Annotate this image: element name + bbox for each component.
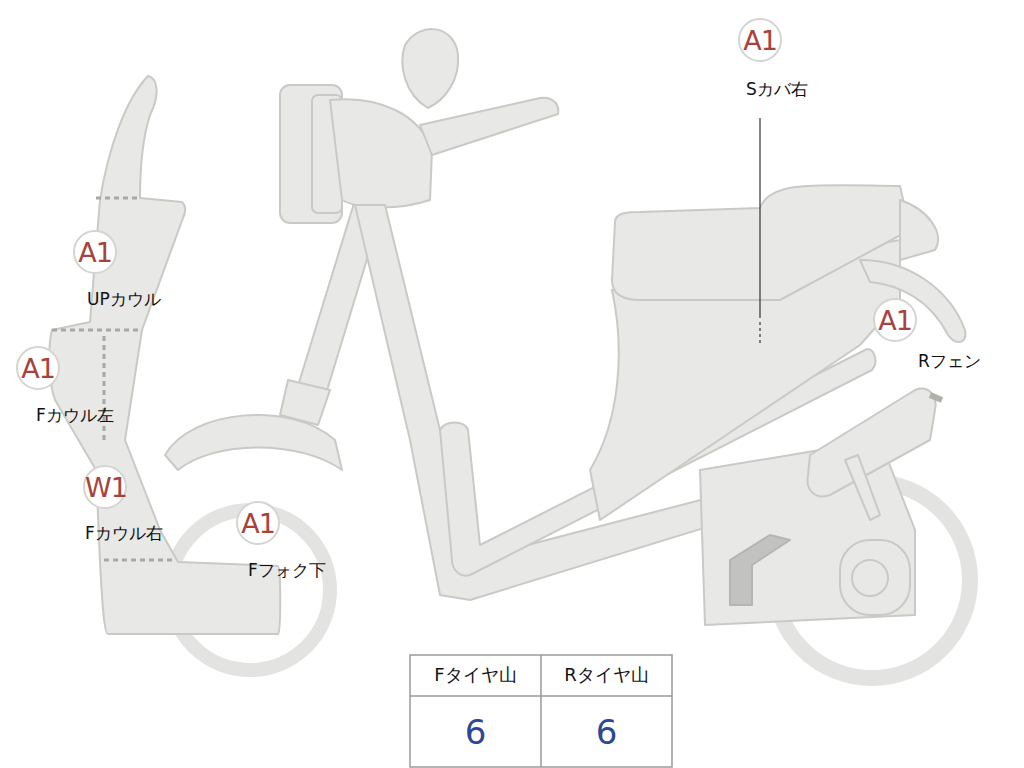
damage-code: A1 [738, 18, 782, 62]
part-name: Fカウル左 [36, 404, 114, 427]
damage-code: A1 [873, 298, 917, 342]
damage-code: A1 [236, 501, 280, 545]
part-name: Sカバ右 [746, 78, 808, 101]
part-name: Rフェン [918, 350, 981, 373]
part-name: Fカウル右 [85, 522, 163, 545]
table-header: Rタイヤ山 [564, 663, 649, 687]
tread-depth: 6 [596, 712, 618, 752]
part-name: Fフォク下 [248, 559, 326, 582]
damage-code: A1 [16, 346, 60, 390]
damage-code: A1 [73, 230, 117, 274]
damage-callout: A1UPカウル [73, 230, 117, 274]
tread-depth: 6 [465, 712, 487, 752]
part-name: UPカウル [87, 288, 161, 311]
table-header: Fタイヤ山 [434, 663, 516, 687]
damage-callout: A1Rフェン [873, 298, 917, 342]
damage-callout: A1Fカウル左 [16, 346, 60, 390]
damage-callout: A1Sカバ右 [738, 18, 782, 62]
damage-callout: W1Fカウル右 [83, 465, 127, 509]
damage-code: W1 [83, 465, 127, 509]
damage-callout: A1Fフォク下 [236, 501, 280, 545]
